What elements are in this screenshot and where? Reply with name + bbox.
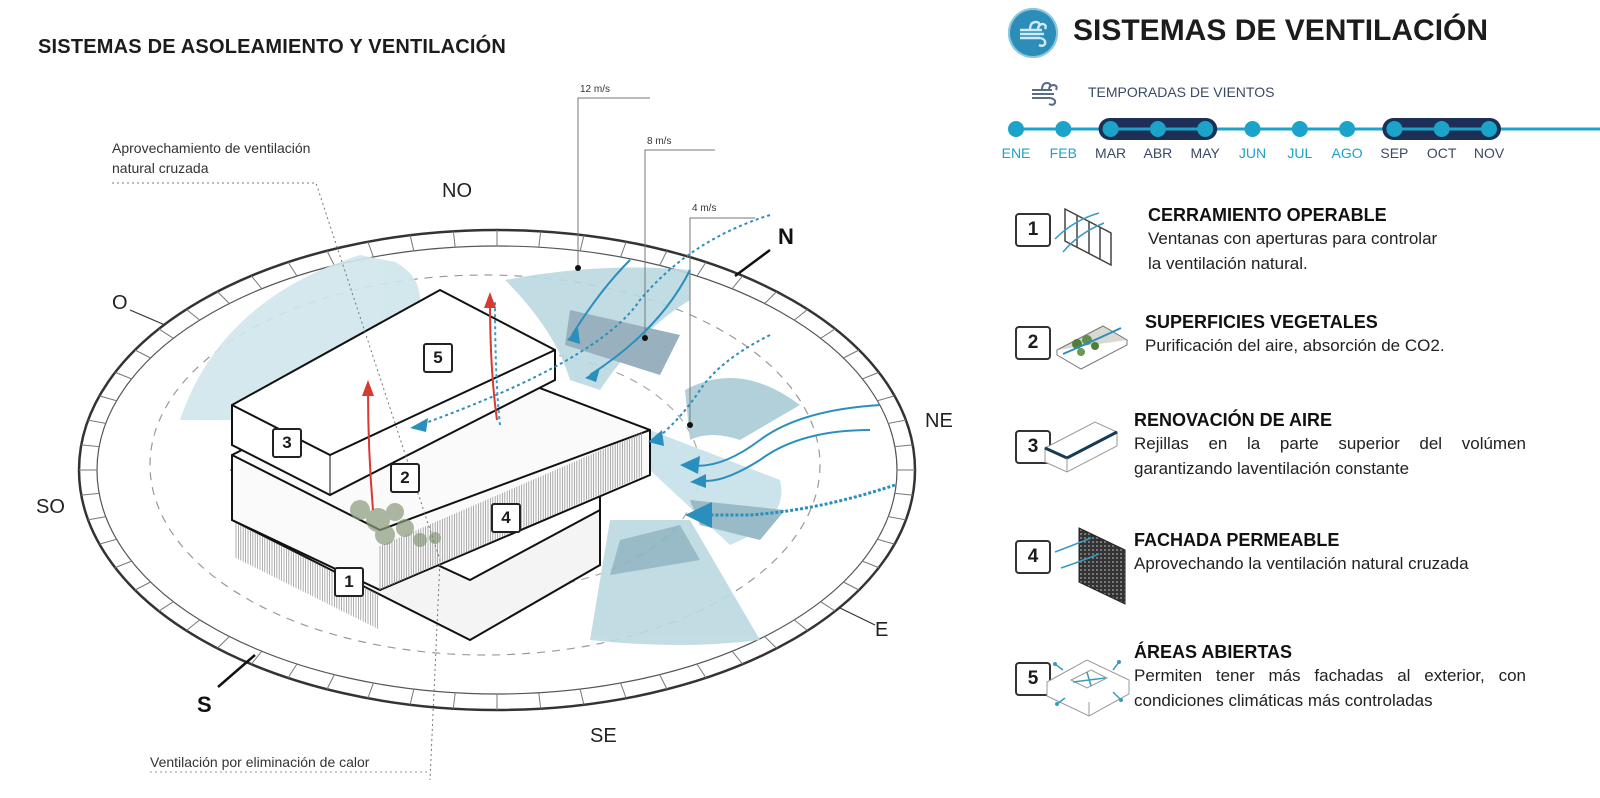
speed-leaders — [577, 97, 755, 425]
month-label: OCT — [1426, 145, 1457, 161]
speed-label-4: 4 m/s — [692, 203, 717, 214]
heat-exhaust-arrows — [367, 299, 498, 511]
month-label: MAR — [1095, 145, 1127, 161]
ventilation-logo — [1008, 8, 1058, 58]
month-dot — [1055, 121, 1072, 137]
legend-number: 4 — [1015, 540, 1051, 574]
month-label: SEP — [1380, 145, 1409, 161]
month-dot — [1433, 121, 1450, 137]
panel-title: SISTEMAS DE VENTILACIÓN — [1073, 14, 1489, 47]
month-dot — [1481, 121, 1497, 137]
callout-3: 3 — [272, 428, 302, 458]
month-dot — [1197, 121, 1214, 137]
legend-item-2: 2 SUPERFICIES VEGETALES Purificación del… — [1015, 312, 1560, 372]
legend-title: CERRAMIENTO OPERABLE — [1148, 205, 1387, 225]
wind-sector-west — [180, 255, 420, 420]
month-label: MAY — [1190, 145, 1220, 161]
diagram-title: SISTEMAS DE ASOLEAMIENTO Y VENTILACIÓN — [38, 36, 507, 58]
legend-description: Aprovechando la ventilación natural cruz… — [1134, 554, 1469, 573]
legend-text: ÁREAS ABIERTAS Permiten tener más fachad… — [1134, 642, 1526, 713]
note-line: Aprovechamiento de ventilación — [112, 140, 311, 156]
month-label: ENE — [1001, 145, 1031, 161]
legend-item-1: 1 CERRAMIENTO OPERABLE Ventanas con aper… — [1015, 205, 1560, 295]
callout-1: 1 — [334, 567, 364, 597]
callout-2: 2 — [390, 463, 420, 493]
compass-ring — [77, 228, 917, 712]
wind-arrowheads — [410, 328, 712, 528]
month-dot — [1244, 121, 1261, 137]
legend-description: Purificación del aire, absorción de CO2. — [1145, 336, 1445, 355]
note-line: natural cruzada — [112, 160, 209, 176]
legend-number: 2 — [1015, 326, 1051, 360]
wind-sector-e-core — [690, 500, 785, 540]
speed-label-12: 12 m/s — [580, 84, 611, 95]
month-label: FEB — [1049, 145, 1077, 161]
season-wind-icon — [1030, 78, 1062, 111]
wind-sector-ne — [685, 378, 800, 440]
permeable-facade-icon — [1054, 527, 1126, 605]
legend-description: Permiten tener más fachadas al exterior,… — [1134, 666, 1526, 710]
legend-title: FACHADA PERMEABLE — [1134, 530, 1340, 550]
legend-text: RENOVACIÓN DE AIRE Rejillas en la parte … — [1134, 410, 1526, 481]
callout-5: 5 — [423, 343, 453, 373]
operable-window-icon — [1054, 207, 1112, 267]
legend-text: SUPERFICIES VEGETALES Purificación del a… — [1145, 312, 1545, 358]
month-label: NOV — [1473, 145, 1505, 161]
wind-icon — [1032, 81, 1058, 106]
legend-title: ÁREAS ABIERTAS — [1134, 642, 1293, 662]
month-dot — [1149, 121, 1166, 137]
heat-removal-note: Ventilación por eliminación de calor — [150, 754, 370, 770]
wind-icon — [1020, 20, 1047, 47]
month-dot — [1339, 121, 1356, 137]
speed-label-8: 8 m/s — [647, 136, 672, 147]
month-dot — [1102, 121, 1119, 137]
wind-rose-diagram — [77, 97, 917, 781]
wind-sector-se-core — [610, 525, 700, 575]
legend-text: FACHADA PERMEABLE Aprovechando la ventil… — [1134, 530, 1526, 576]
month-label: JUN — [1238, 145, 1267, 161]
month-label: AGO — [1331, 145, 1363, 161]
legend-item-5: 5 ÁREAS ABIERTAS Permiten tener más fach… — [1015, 642, 1560, 752]
month-label: ABR — [1143, 145, 1173, 161]
open-area-icon — [1045, 659, 1131, 717]
compass-so: SO — [36, 496, 65, 518]
wind-season-timeline — [1008, 118, 1600, 140]
compass-o: O — [112, 292, 128, 314]
month-dot — [1386, 121, 1403, 137]
cross-ventilation-note: Aprovechamiento de ventilación natural c… — [112, 138, 310, 178]
compass-s: S — [197, 692, 212, 717]
air-vent-block-icon — [1043, 421, 1119, 473]
month-dot — [1008, 121, 1024, 137]
vegetation-cluster — [350, 500, 441, 547]
legend-title: RENOVACIÓN DE AIRE — [1134, 410, 1333, 430]
compass-n: N — [778, 224, 794, 249]
wind-flow-lines — [419, 214, 896, 517]
green-roof-icon — [1055, 325, 1129, 370]
month-label: JUL — [1287, 145, 1313, 161]
legend-text: CERRAMIENTO OPERABLE Ventanas con apertu… — [1148, 205, 1448, 276]
legend-number: 5 — [1015, 662, 1051, 696]
season-label: TEMPORADAS DE VIENTOS — [1088, 84, 1275, 100]
compass-no: NO — [442, 180, 472, 202]
legend-number: 1 — [1015, 213, 1051, 247]
compass-e: E — [875, 619, 889, 641]
wind-sectors — [180, 255, 800, 645]
compass-se: SE — [590, 725, 617, 747]
wind-sector-north-core — [565, 310, 680, 375]
month-dot — [1291, 121, 1308, 137]
legend-description: Ventanas con aperturas para controlar la… — [1148, 229, 1438, 273]
compass-ne: NE — [925, 410, 953, 432]
legend-title: SUPERFICIES VEGETALES — [1145, 312, 1378, 332]
legend-item-4: 4 FACHADA PERMEABLE Aprovechando la vent… — [1015, 527, 1560, 620]
legend-description: Rejillas en la parte superior del volúme… — [1134, 434, 1526, 478]
legend-item-3: 3 RENOVACIÓN DE AIRE Rejillas en la part… — [1015, 410, 1560, 490]
callout-4: 4 — [491, 503, 521, 533]
